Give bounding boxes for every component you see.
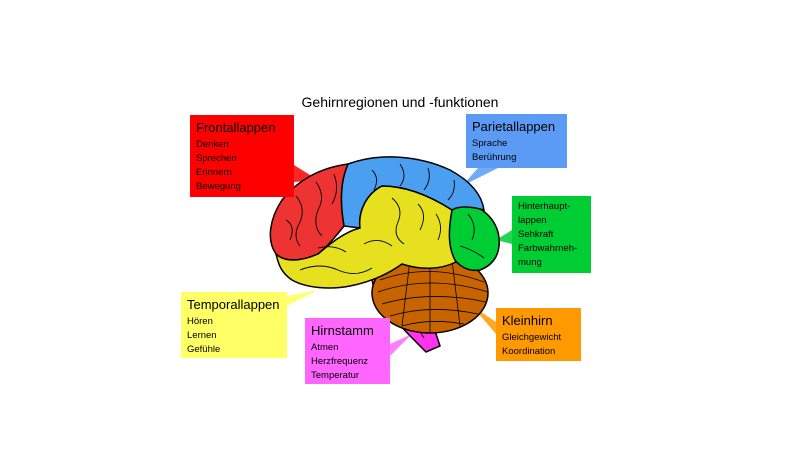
parietal-item: Sprache bbox=[472, 138, 508, 149]
frontal-lobe-callout: Frontallappen Denken Sprechen Erinnern B… bbox=[190, 115, 294, 197]
occipital-item: Sehkraft bbox=[518, 229, 554, 240]
cerebellum-callout: Kleinhirn Gleichgewicht Koordination bbox=[496, 308, 581, 361]
parietal-lobe-heading: Parietallappen bbox=[472, 119, 556, 134]
occipital-item: Hinterhaupt- bbox=[518, 201, 571, 212]
frontal-item: Denken bbox=[196, 139, 229, 150]
occipital-lobe-callout: Hinterhaupt- lappen Sehkraft Farbwahrneh… bbox=[512, 196, 591, 273]
brainstem-pointer bbox=[390, 334, 412, 356]
frontal-lobe-heading: Frontallappen bbox=[196, 120, 276, 135]
brain-gyri bbox=[285, 163, 485, 274]
frontal-item: Bewegung bbox=[196, 181, 241, 192]
temporal-item: Hören bbox=[187, 316, 213, 327]
cerebellum-folds bbox=[377, 256, 489, 332]
frontal-item: Sprechen bbox=[196, 153, 237, 164]
parietal-lobe-callout: Parietallappen Sprache Berührung bbox=[466, 114, 567, 168]
parietal-pointer bbox=[462, 168, 498, 186]
cerebellum-item: Koordination bbox=[502, 346, 556, 357]
brainstem-item: Herzfrequenz bbox=[311, 356, 369, 367]
frontal-item: Erinnern bbox=[196, 167, 232, 178]
temporal-pointer bbox=[287, 290, 318, 306]
temporal-lobe-callout: Temporallappen Hören Lernen Gefühle bbox=[181, 292, 287, 358]
occipital-pointer bbox=[496, 230, 512, 244]
diagram-title: Gehirnregionen und -funktionen bbox=[301, 94, 499, 110]
brainstem-item: Temperatur bbox=[311, 370, 360, 381]
brainstem-callout: Hirnstamm Atmen Herzfrequenz Temperatur bbox=[305, 318, 390, 384]
cerebellum-item: Gleichgewicht bbox=[502, 332, 562, 343]
temporal-lobe-heading: Temporallappen bbox=[187, 297, 280, 312]
brainstem-item: Atmen bbox=[311, 342, 339, 353]
temporal-item: Gefühle bbox=[187, 344, 221, 355]
temporal-lobe-shape bbox=[274, 185, 458, 289]
temporal-item: Lernen bbox=[187, 330, 217, 341]
brainstem-heading: Hirnstamm bbox=[311, 323, 374, 338]
occipital-item: mung bbox=[518, 257, 542, 268]
parietal-item: Berührung bbox=[472, 152, 517, 163]
occipital-item: lappen bbox=[518, 215, 547, 226]
occipital-item: Farbwahrneh- bbox=[518, 243, 578, 254]
cerebellum-heading: Kleinhirn bbox=[502, 313, 553, 328]
